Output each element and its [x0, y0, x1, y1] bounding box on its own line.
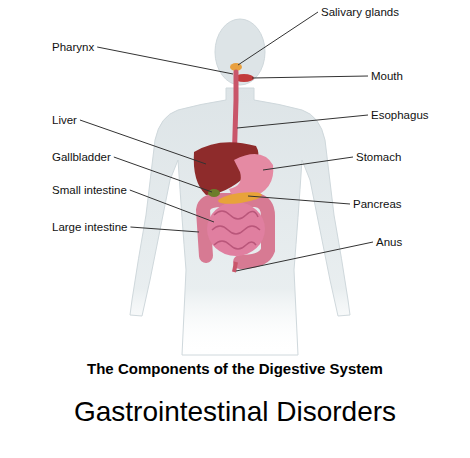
leader-line [236, 242, 373, 271]
leader-line [114, 157, 212, 192]
leader-line [130, 190, 214, 222]
human-figure [130, 19, 350, 355]
leader-line [238, 12, 318, 65]
leader-line [263, 157, 353, 170]
part-label: Pharynx [52, 40, 94, 54]
leader-line [252, 76, 368, 78]
small-intestine-coils [212, 211, 260, 249]
leader-line [130, 227, 199, 232]
part-label: Salivary glands [321, 5, 399, 19]
stomach-shape [229, 154, 273, 199]
page-title: Gastrointestinal Disorders [0, 396, 470, 428]
gallbladder-shape [208, 189, 220, 197]
part-label: Pancreas [353, 197, 402, 211]
part-label: Liver [52, 113, 77, 127]
part-label: Mouth [371, 69, 403, 83]
large-intestine-shape [203, 200, 268, 262]
rectum-shape [234, 262, 236, 272]
small-intestine-shape [207, 202, 265, 256]
pancreas-shape [218, 190, 263, 206]
part-label: Esophagus [371, 108, 429, 122]
part-label: Gallbladder [52, 150, 111, 164]
leader-line [97, 47, 233, 74]
leader-line [248, 196, 350, 204]
part-label: Stomach [356, 150, 401, 164]
leader-line [237, 115, 368, 128]
part-label: Anus [376, 235, 402, 249]
part-label: Small intestine [52, 183, 127, 197]
part-label: Large intestine [52, 220, 127, 234]
figure-caption: The Components of the Digestive System [0, 360, 470, 377]
